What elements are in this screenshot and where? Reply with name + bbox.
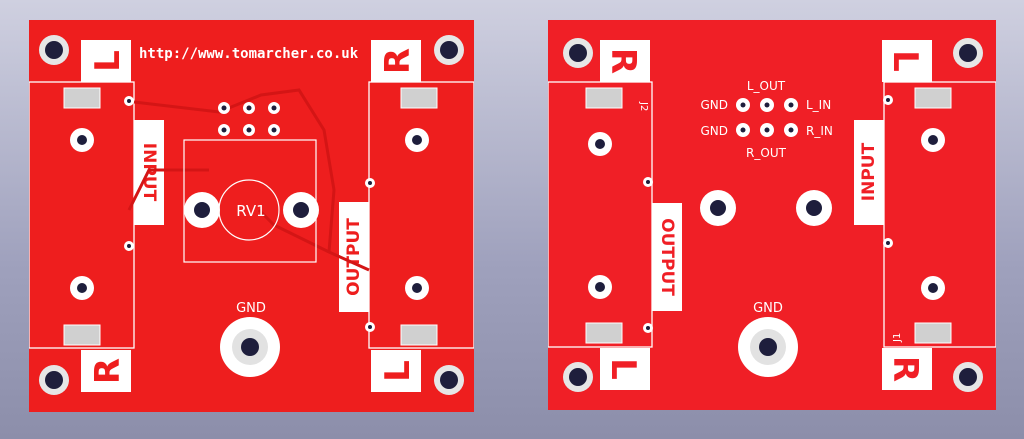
jack-right-pad-top	[400, 87, 438, 109]
jack-j2-pad-bottom	[585, 322, 623, 344]
output-label: OUTPUT	[657, 218, 677, 296]
header-pins	[218, 102, 280, 136]
pin-label-gnd-top: GND	[700, 98, 728, 112]
corner-label-bl: R	[88, 358, 128, 384]
corner-label-box-bl	[81, 350, 131, 392]
jack-j2-pad-top	[585, 87, 623, 109]
corner-label-box-tr	[371, 40, 421, 82]
input-label: INPUT	[859, 142, 879, 201]
mounting-holes	[563, 38, 983, 392]
corner-label-br: R	[885, 356, 925, 382]
corner-label-tl: L	[88, 50, 128, 72]
header-pins	[736, 98, 798, 137]
mounting-holes	[39, 35, 464, 395]
corner-label-box-tr	[882, 40, 932, 82]
input-label-box	[854, 120, 884, 225]
corner-label-box-br	[882, 348, 932, 390]
corner-label-box-bl	[600, 348, 650, 390]
copper-traces	[127, 88, 370, 272]
pcb-front-svg: L R R L http://www.tomarcher.co.uk INPUT…	[28, 20, 475, 412]
pin-label-l-out: L_OUT	[747, 79, 786, 93]
corner-label-box-br	[371, 350, 421, 392]
pot-label: RV1	[236, 202, 265, 220]
corner-label-br: L	[378, 360, 418, 382]
output-label-box	[652, 203, 682, 311]
output-label: OUTPUT	[344, 218, 364, 296]
corner-label-box-tl	[600, 40, 650, 82]
pin-label-r-in: R_IN	[806, 124, 833, 138]
corner-label-box-tl	[81, 40, 131, 82]
pcb-back-svg: R L L R J2 OUTPUT J1 INPUT L_OUT GND L_I…	[547, 20, 997, 410]
jack-left-pad-bottom	[63, 324, 101, 346]
pin-label-gnd-bottom: GND	[700, 124, 728, 138]
pin-label-l-in: L_IN	[806, 98, 831, 112]
corner-label-bl: L	[603, 358, 643, 380]
gnd-label: GND	[236, 301, 266, 316]
gnd-label: GND	[753, 301, 783, 316]
output-label-box	[339, 202, 369, 312]
corner-label-tr: R	[378, 48, 418, 74]
corner-label-tr: L	[885, 50, 925, 72]
url-text: http://www.tomarcher.co.uk	[139, 46, 359, 62]
pin-label-r-out: R_OUT	[746, 146, 787, 160]
pcb-back-board: R L L R J2 OUTPUT J1 INPUT L_OUT GND L_I…	[547, 20, 997, 414]
jack-right-pad-bottom	[400, 324, 438, 346]
jack-j1-pad-bottom	[914, 322, 952, 344]
pcb-front-board: L R R L http://www.tomarcher.co.uk INPUT…	[28, 20, 475, 416]
jack-left-pad-top	[63, 87, 101, 109]
ref-j2: J2	[638, 101, 649, 111]
ref-j1: J1	[892, 333, 903, 343]
jack-j1-pad-top	[914, 87, 952, 109]
corner-label-tl: R	[603, 48, 643, 74]
